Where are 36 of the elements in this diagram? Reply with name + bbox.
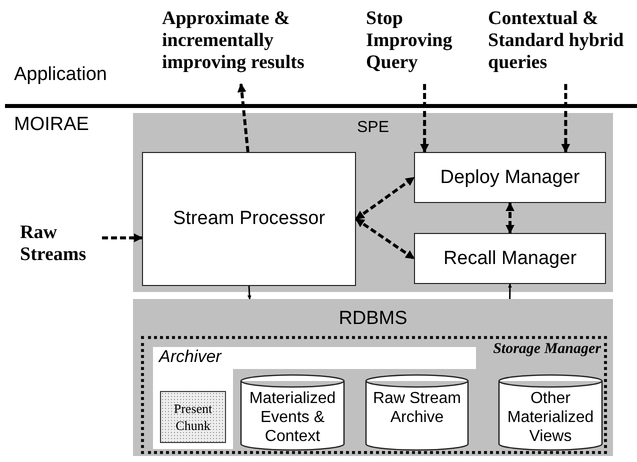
chunk-box — [160, 391, 226, 443]
arrow — [237, 83, 250, 152]
node-text: Stop Improving Query — [366, 8, 454, 74]
node-text: Approximate & incrementally improving results — [162, 8, 306, 74]
system-layer-label: MOIRAE — [14, 114, 89, 136]
process-box — [142, 152, 356, 286]
arrow — [506, 202, 514, 234]
arrow — [561, 84, 570, 153]
arrow — [420, 84, 430, 153]
node-text: Archiver — [159, 347, 222, 367]
node-text: Other Materialized Views — [506, 389, 595, 446]
component-panel — [133, 299, 613, 456]
node-text: Contextual & Standard hybrid queries — [488, 8, 625, 74]
node-text: SPE — [356, 119, 390, 137]
component-panel — [133, 113, 613, 292]
node-text: Storage Manager — [493, 341, 601, 358]
storage-region — [141, 336, 607, 454]
node-text: Stream Processor — [172, 208, 326, 230]
process-box — [414, 152, 606, 203]
arrow — [508, 284, 512, 300]
arrow — [355, 218, 415, 260]
node-text: Raw Streams — [20, 222, 88, 266]
arrow — [247, 286, 252, 300]
arrow — [355, 176, 415, 220]
arrow — [102, 233, 143, 242]
process-box — [414, 233, 606, 284]
node-text: Recall Manager — [442, 248, 578, 270]
node-text: RDBMS — [338, 308, 408, 330]
node-text: Materialized Events & Context — [248, 389, 337, 446]
database-cylinder — [365, 375, 469, 450]
node-text: Deploy Manager — [439, 166, 581, 188]
node-text: Raw Stream Archive — [372, 389, 462, 427]
database-cylinder — [240, 375, 345, 450]
application-layer-label: Application — [14, 64, 107, 86]
database-cylinder — [498, 375, 603, 450]
node-text: Present Chunk — [172, 400, 214, 434]
